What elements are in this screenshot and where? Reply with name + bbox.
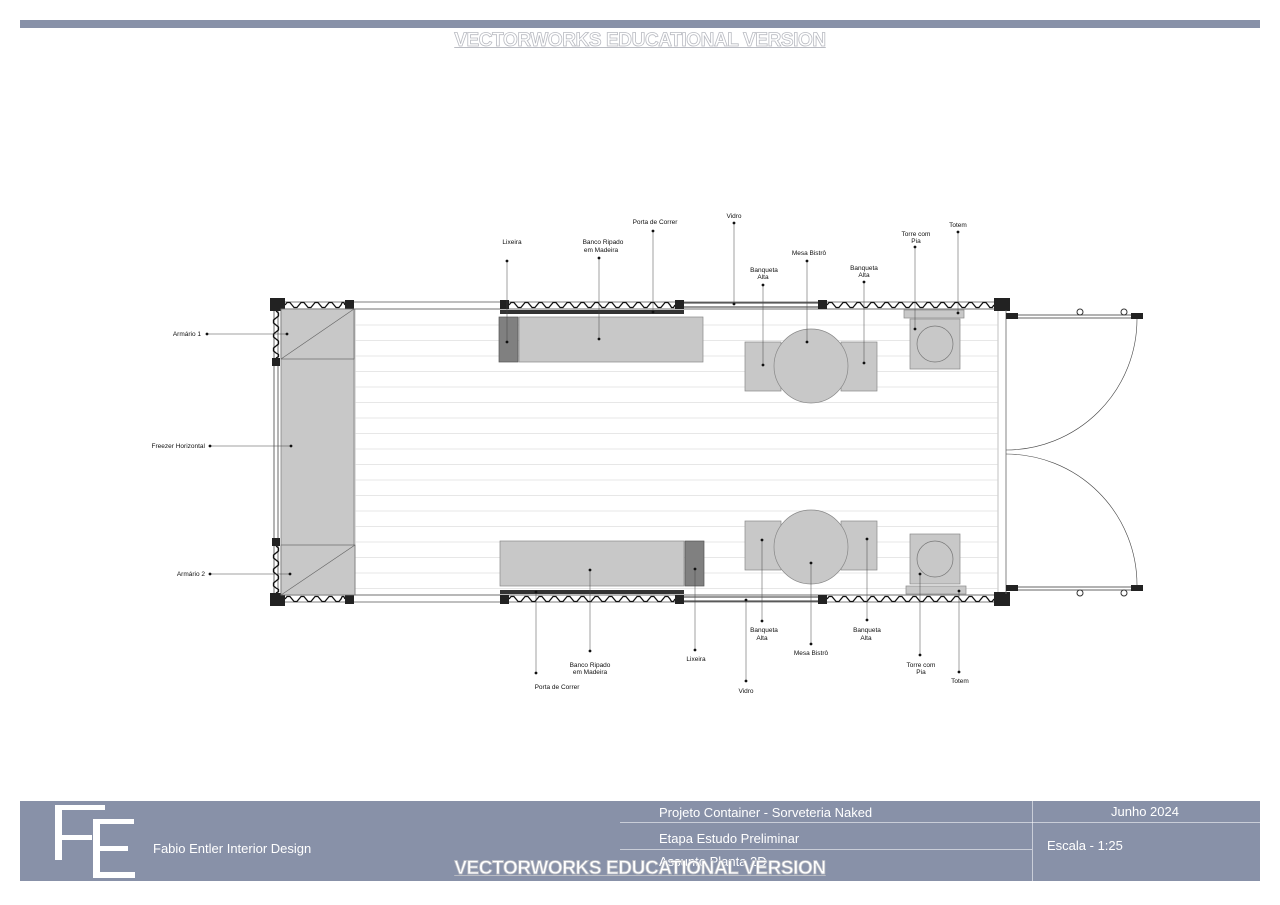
door-handle-top-b [1120, 308, 1128, 316]
title-block: FE Fabio Entler Interior Design Projeto … [20, 801, 1260, 881]
corner-post-top-left [270, 298, 285, 311]
drawing-date: Junho 2024 [1111, 804, 1179, 819]
armario-2-diagonal [280, 544, 356, 596]
post-top-a [345, 300, 354, 309]
banco-ripado-top [518, 316, 704, 363]
label-torre-bottom-line2: Pia [916, 669, 926, 676]
pia-basin-top [916, 325, 954, 363]
label-mesa-bottom: Mesa Bistrô [794, 650, 829, 657]
fe-logo: FE [55, 805, 135, 878]
totem-top [903, 309, 965, 319]
drawing-subject: Assunto Planta 2D [659, 854, 767, 869]
lixeira-top [498, 316, 519, 363]
label-banqueta-tr-line2: Alta [858, 272, 870, 279]
label-torre-top-line2: Pia [911, 238, 921, 245]
label-mesa-top: Mesa Bistrô [792, 250, 827, 257]
corrugated-wall-left-bottom [272, 545, 280, 594]
post-top-c [675, 300, 684, 309]
label-banqueta-br-line2: Alta [860, 635, 872, 642]
leader-lines [207, 223, 960, 681]
drawing-scale: Escala - 1:25 [1047, 838, 1123, 853]
post-bottom-a [345, 595, 354, 604]
sliding-door-bottom [500, 590, 684, 594]
firm-name: Fabio Entler Interior Design [153, 841, 312, 856]
label-freezer-horizontal: Freezer Horizontal [152, 443, 206, 450]
corrugated-wall-bottom-right [826, 595, 995, 603]
label-banco-bottom-line2: em Madeira [573, 669, 608, 676]
door-hinge-bottom-right [1131, 585, 1143, 591]
label-banco-top-line2: em Madeira [584, 247, 619, 254]
corrugated-wall-bottom-left [284, 595, 346, 603]
corrugated-wall-top-mid [508, 301, 676, 309]
label-vidro-top: Vidro [726, 213, 741, 220]
sliding-door-top [500, 310, 684, 314]
corrugated-wall-left-top [272, 310, 280, 359]
door-hinge-top-right [1131, 313, 1143, 319]
lixeira-bottom [684, 540, 705, 587]
label-banqueta-bl-line2: Alta [756, 635, 768, 642]
armario-1-diagonal [280, 308, 355, 360]
post-bottom-d [818, 595, 827, 604]
label-banqueta-bl-line1: Banqueta [750, 627, 778, 634]
top-band [20, 20, 1260, 28]
label-totem-bottom: Totem [951, 678, 969, 685]
title-divider-1 [620, 822, 1260, 823]
watermark-top: VECTORWORKS EDUCATIONAL VERSION [454, 30, 827, 52]
post-left-b [272, 538, 280, 546]
door-handle-bottom-a [1076, 589, 1084, 597]
label-torre-top-line1: Torre com [902, 231, 931, 238]
corner-post-top-right [994, 298, 1010, 311]
mesa-bistro-top [773, 328, 849, 404]
title-divider-vertical [1032, 801, 1033, 881]
label-lixeira-top: Lixeira [502, 239, 522, 246]
project-stage: Etapa Estudo Preliminar [659, 831, 800, 846]
label-armario-1: Armário 1 [173, 331, 202, 338]
label-banqueta-tl-line1: Banqueta [750, 267, 778, 274]
pia-basin-bottom [916, 540, 954, 578]
door-swing-bottom [1005, 453, 1138, 586]
label-torre-bottom-line1: Torre com [907, 662, 936, 669]
label-banqueta-tr-line1: Banqueta [850, 265, 878, 272]
watermark-bottom: VECTORWORKS EDUCATIONAL VERSION [454, 858, 827, 880]
corrugated-wall-bottom-mid [508, 595, 676, 603]
door-swing-top [1005, 318, 1138, 451]
label-totem-top: Totem [949, 222, 967, 229]
door-handle-top-a [1076, 308, 1084, 316]
corner-post-bottom-right [994, 592, 1010, 606]
corrugated-wall-top-right [826, 301, 995, 309]
label-banco-bottom-line1: Banco Ripado [570, 662, 611, 669]
corrugated-wall-top-left [284, 301, 346, 309]
label-lixeira-bottom: Lixeira [686, 656, 706, 663]
corner-post-bottom-left [270, 593, 285, 606]
project-name: Projeto Container - Sorveteria Naked [659, 805, 873, 820]
door-handle-bottom-b [1120, 589, 1128, 597]
label-banqueta-tl-line2: Alta [757, 274, 769, 281]
label-porta-top: Porta de Correr [633, 219, 679, 226]
title-divider-2 [620, 849, 1032, 850]
banco-ripado-bottom [499, 540, 685, 587]
door-hinge-bottom-left [1006, 585, 1018, 591]
leader-dots [205, 221, 961, 683]
label-armario-2: Armário 2 [177, 571, 206, 578]
post-top-d [818, 300, 827, 309]
totem-bottom [905, 585, 967, 595]
label-banqueta-br-line1: Banqueta [853, 627, 881, 634]
label-porta-bottom: Porta de Correr [535, 684, 581, 691]
label-banco-top-line1: Banco Ripado [583, 239, 624, 246]
label-vidro-bottom: Vidro [738, 688, 753, 695]
door-hinge-top-left [1006, 313, 1018, 319]
post-bottom-b [500, 595, 509, 604]
post-top-b [500, 300, 509, 309]
post-bottom-c [675, 595, 684, 604]
post-left-a [272, 358, 280, 366]
